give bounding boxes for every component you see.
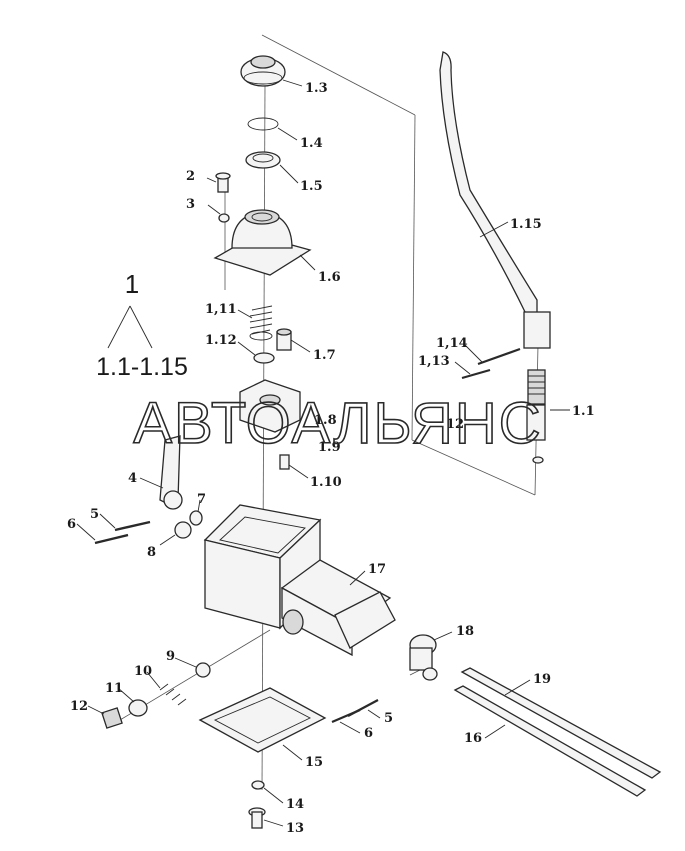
part-cover-flange [213, 209, 312, 276]
callout-1-7: 1.7 [313, 348, 336, 363]
part-spring-upper [249, 305, 273, 341]
callout-1-2: 12 [446, 417, 464, 432]
part-bolt-lever [279, 454, 290, 470]
callout-16: 16 [464, 731, 482, 746]
callout-12: 12 [70, 699, 88, 714]
group-number: 1 [125, 269, 139, 299]
part-bolt-bottom [248, 807, 266, 829]
callout-5a: 5 [90, 507, 99, 522]
part-joint [409, 634, 438, 681]
callout-4: 4 [128, 471, 137, 486]
callout-8: 8 [147, 545, 156, 560]
callout-1-13: 1,13 [418, 354, 450, 369]
callout-18: 18 [456, 624, 474, 639]
callout-1-5: 1.5 [300, 179, 323, 194]
callout-1-3: 1.3 [305, 81, 328, 96]
callout-9: 9 [166, 649, 175, 664]
part-pin-lower [331, 699, 379, 724]
callout-5b: 5 [384, 711, 393, 726]
callout-1-9: 1.9 [318, 440, 341, 455]
leader-lines [76, 79, 570, 827]
part-circlip [247, 117, 279, 131]
part-washer-arm [189, 510, 203, 526]
part-shift-lever [439, 51, 551, 464]
callout-6b: 6 [364, 726, 373, 741]
callout-1-12: 1.12 [205, 333, 237, 348]
part-nut-lower [128, 699, 148, 717]
callout-1-14: 1,14 [436, 336, 468, 351]
callout-19: 19 [533, 672, 551, 687]
watermark-text: АВТОАЛЬЯНС [133, 391, 542, 456]
callout-1-8: 1.8 [314, 413, 337, 428]
callout-1-1: 1.1 [572, 404, 595, 419]
callout-1-15: 1.15 [510, 217, 542, 232]
callout-17: 17 [368, 562, 386, 577]
part-washer-small [218, 213, 230, 223]
part-ring [245, 151, 281, 169]
callout-labels: 1.3 1.4 1.5 2 3 1.6 1.15 1,11 1.12 1.7 1… [67, 81, 595, 836]
callout-1-6: 1.6 [318, 270, 341, 285]
part-bushing [276, 328, 292, 351]
callout-6a: 6 [67, 517, 76, 532]
part-nut-upper [253, 352, 275, 364]
part-pin-arm [94, 520, 151, 545]
part-washer-bottom [251, 780, 265, 790]
part-extension-housing [280, 559, 396, 657]
callout-15: 15 [305, 755, 323, 770]
callout-13: 13 [286, 821, 304, 836]
callout-11: 11 [105, 681, 123, 696]
callout-14: 14 [286, 797, 304, 812]
callout-10: 10 [134, 664, 152, 679]
part-rod-upper [460, 667, 662, 779]
part-boot [240, 55, 286, 87]
part-pivot-pin [174, 521, 192, 539]
part-plug [101, 707, 123, 729]
part-pins-lever [461, 347, 521, 380]
part-bolt-small [215, 172, 231, 193]
part-lever-plate [239, 379, 301, 433]
part-select-arm [159, 435, 183, 510]
callout-7: 7 [197, 492, 206, 507]
callout-2: 2 [186, 169, 195, 184]
callout-3: 3 [186, 197, 195, 212]
group-range: 1.1-1.15 [96, 353, 188, 381]
part-spring-lower [159, 683, 187, 706]
callout-1-10: 1.10 [310, 475, 342, 490]
callout-1-11: 1,11 [205, 302, 237, 317]
part-gasket [198, 687, 327, 753]
callout-1-4: 1.4 [300, 136, 323, 151]
part-ball [195, 662, 211, 678]
part-rod-lower [453, 685, 647, 797]
